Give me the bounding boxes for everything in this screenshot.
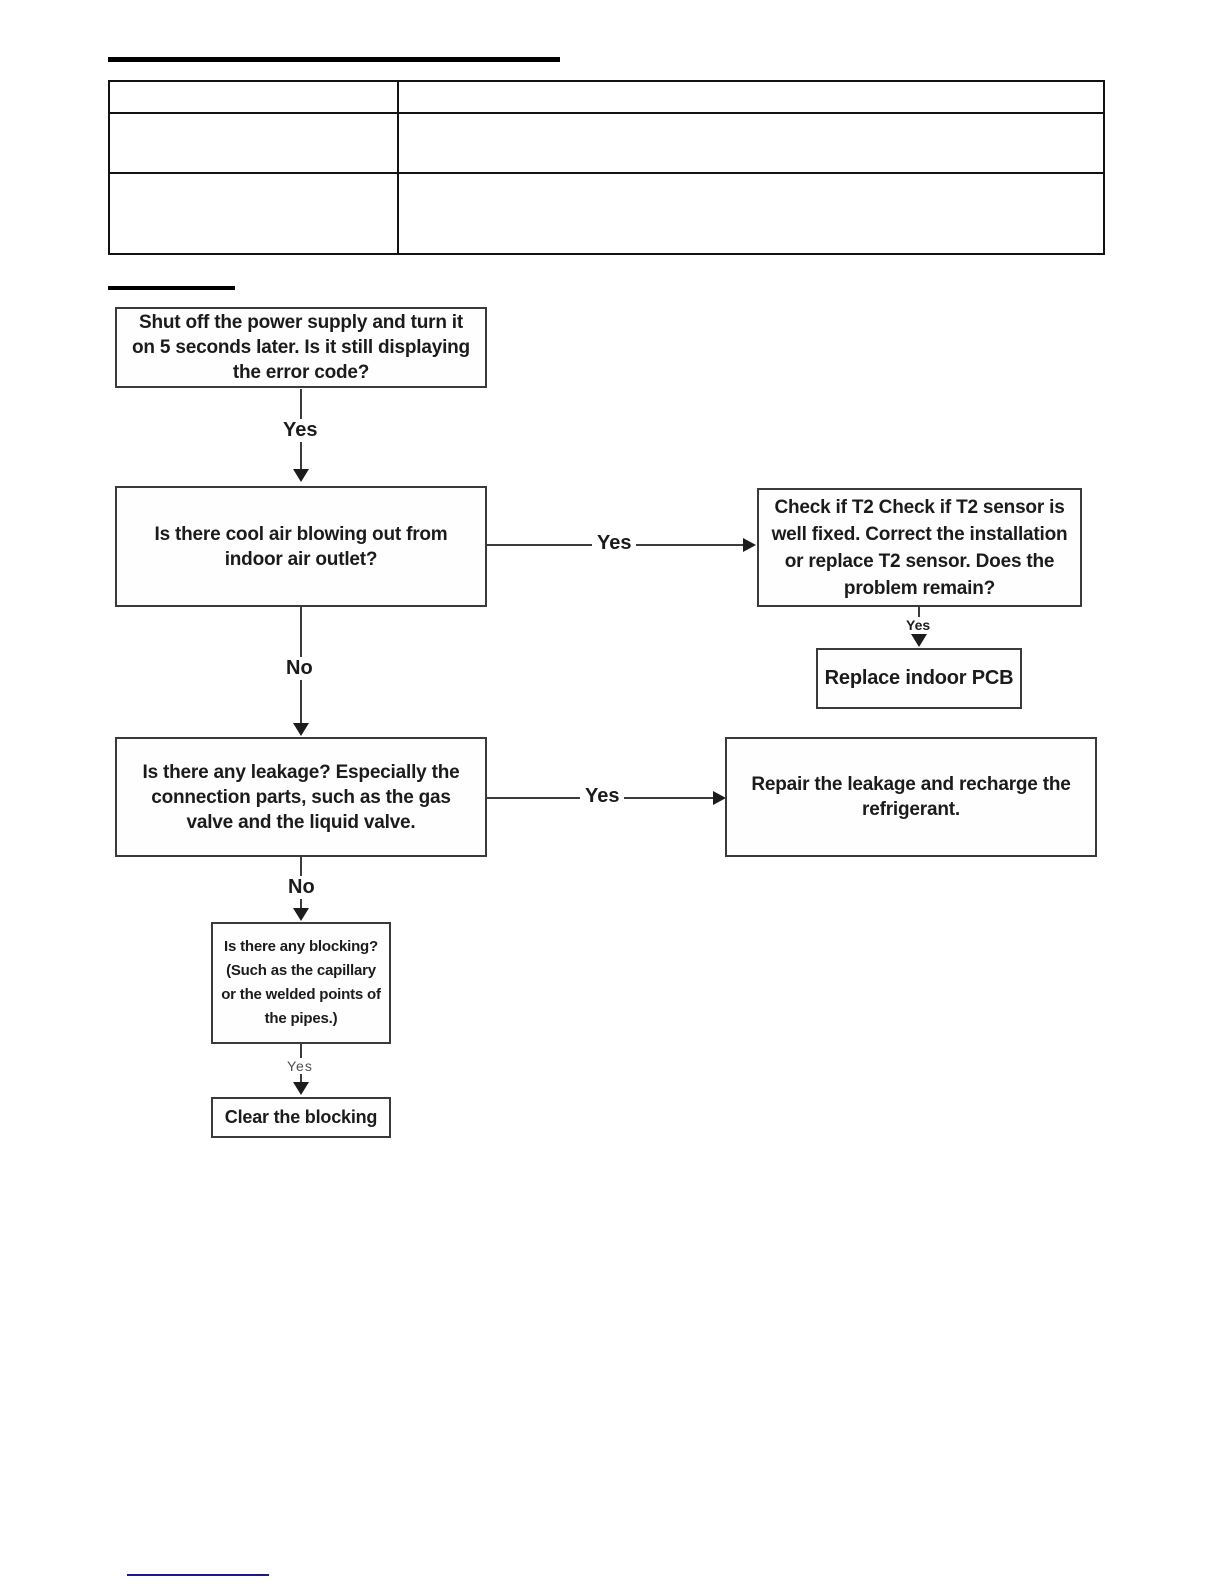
table-column-divider xyxy=(397,82,399,253)
node-text: Is there any blocking? (Such as the capi… xyxy=(221,938,381,1027)
flowchart-node-clear-blocking: Clear the blocking xyxy=(211,1097,391,1138)
flowchart-node-leakage: Is there any leakage? Especially the con… xyxy=(115,737,487,857)
table-row-divider xyxy=(110,112,1103,114)
arrowhead-down-icon xyxy=(293,908,309,921)
flowchart-node-cool-air: Is there cool air blowing out from indoo… xyxy=(115,486,487,607)
flowchart-node-check-t2: Check if T2 Check if T2 sensor is well f… xyxy=(757,488,1082,607)
arrowhead-down-icon xyxy=(293,1082,309,1095)
node-text: Replace indoor PCB xyxy=(824,667,1014,689)
node-text: Check if T2 Check if T2 sensor is well f… xyxy=(771,496,1068,599)
edge-label-no: No xyxy=(283,876,320,899)
arrowhead-right-icon xyxy=(743,538,756,552)
node-text: Clear the blocking xyxy=(224,1107,378,1127)
table-row-divider xyxy=(110,172,1103,174)
arrowhead-down-icon xyxy=(293,469,309,482)
table-cell xyxy=(399,114,1103,172)
flowchart-node-replace-pcb: Replace indoor PCB xyxy=(816,648,1022,709)
flowchart-node-blocking: Is there any blocking? (Such as the capi… xyxy=(211,922,391,1044)
arrowhead-down-icon xyxy=(911,634,927,647)
footer-link-underline xyxy=(127,1574,269,1576)
flowchart-node-start: Shut off the power supply and turn it on… xyxy=(115,307,487,388)
node-text: Shut off the power supply and turn it on… xyxy=(132,312,470,383)
table-cell xyxy=(399,174,1103,253)
node-text: Is there cool air blowing out from indoo… xyxy=(154,523,448,570)
table-cell xyxy=(110,174,397,253)
arrowhead-right-icon xyxy=(713,791,726,805)
edge-label-yes: Yes xyxy=(902,617,935,633)
edge-label-yes: Yes xyxy=(580,785,625,808)
section-heading-underline xyxy=(108,286,235,290)
table-cell xyxy=(110,82,397,112)
arrowhead-down-icon xyxy=(293,723,309,736)
table-cell xyxy=(110,114,397,172)
node-text: Repair the leakage and recharge the refr… xyxy=(751,774,1071,820)
top-heading-underline xyxy=(108,57,560,62)
edge-label-yes: Yes xyxy=(283,1058,317,1074)
edge-label-yes: Yes xyxy=(592,532,637,555)
edge-label-no: No xyxy=(281,657,318,680)
info-table xyxy=(108,80,1105,255)
edge-label-yes: Yes xyxy=(278,419,323,442)
table-cell xyxy=(399,82,1103,112)
flowchart-node-repair-leakage: Repair the leakage and recharge the refr… xyxy=(725,737,1097,857)
node-text: Is there any leakage? Especially the con… xyxy=(142,761,460,833)
